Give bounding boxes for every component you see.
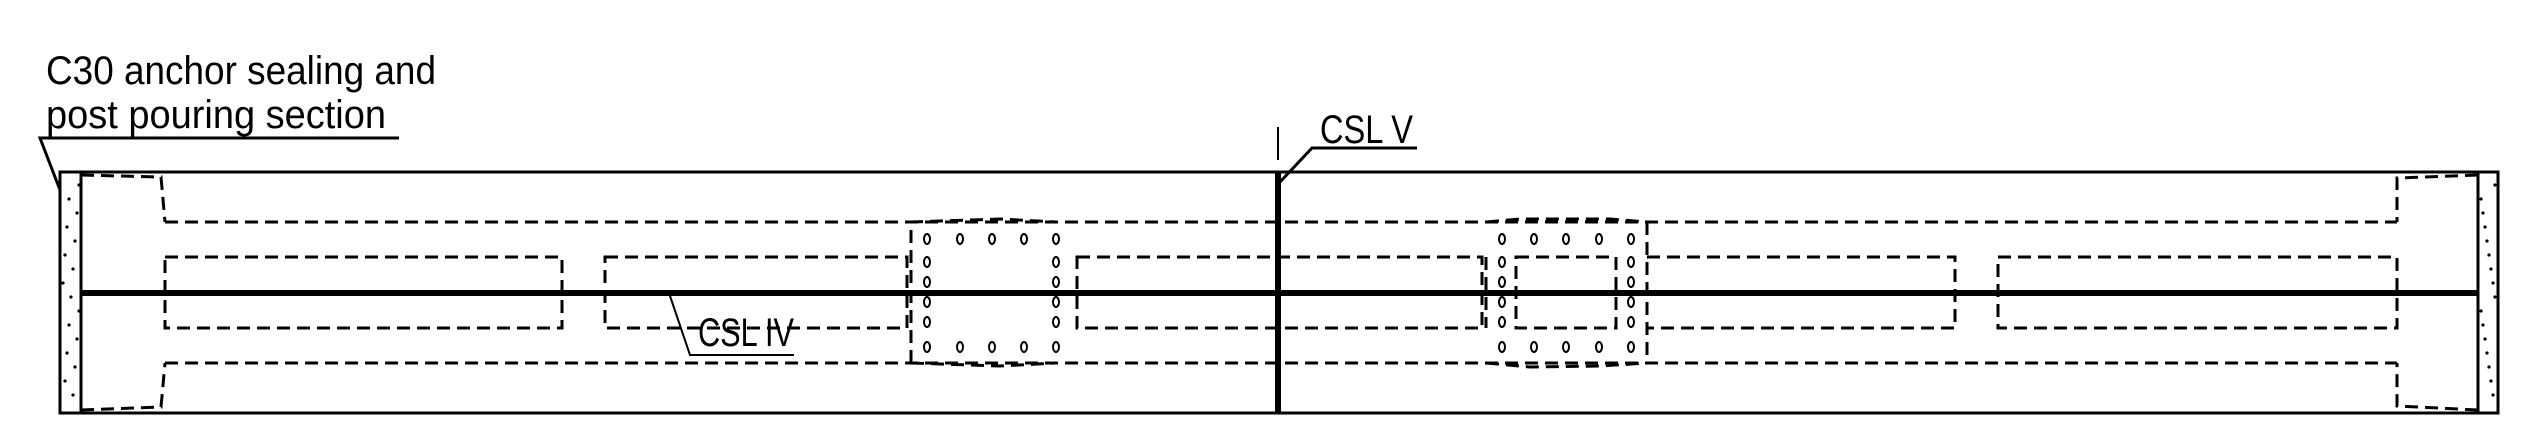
csl-v-label: CSL V: [1320, 108, 1413, 152]
hatch-speckle: [2481, 323, 2485, 327]
anchor-hole: [1562, 341, 1570, 353]
anchor-hole: [1052, 233, 1060, 245]
anchor-hole: [923, 256, 931, 268]
right-bottom-taper: [2395, 363, 2479, 412]
anchor-hole: [1052, 341, 1060, 353]
hatch-speckle: [2493, 295, 2497, 299]
anchor-hole: [1627, 296, 1635, 308]
void-box-1: [163, 255, 564, 330]
anchor-hole: [1052, 276, 1060, 288]
anchor-hole: [923, 341, 931, 353]
anchor-holes: [923, 233, 1635, 353]
hatch-speckle: [2485, 239, 2489, 243]
hatch-speckle: [2479, 197, 2483, 201]
hatch-speckle: [2483, 337, 2487, 341]
hatch-speckle: [2493, 183, 2497, 187]
anchor-hole: [1627, 233, 1635, 245]
hatch-speckle: [2491, 281, 2495, 285]
anchor-hole: [988, 341, 996, 353]
hatch-speckle: [75, 337, 79, 341]
anchor-hole: [1498, 316, 1506, 328]
csl-iv-leader: [668, 292, 794, 356]
anchor-hole: [1498, 296, 1506, 308]
left-top-taper: [80, 173, 167, 223]
anchor-hole: [923, 316, 931, 328]
hatch-speckle: [71, 393, 75, 397]
sealing-concrete-hatch: [61, 183, 2497, 397]
anchor-hole: [1530, 341, 1538, 353]
anchor-note-line2: post pouring section: [46, 93, 386, 137]
hatch-speckle: [2489, 379, 2493, 383]
anchor-block-2-top: [1485, 217, 1648, 224]
void-box-2: [603, 255, 909, 330]
anchor-block-1: [909, 217, 1057, 363]
anchor-hole: [1595, 233, 1603, 245]
hatch-speckle: [67, 197, 71, 201]
anchor-hole: [1627, 316, 1635, 328]
anchor-hole: [1498, 341, 1506, 353]
anchor-hole: [1530, 233, 1538, 245]
anchor-hole: [1627, 341, 1635, 353]
anchor-hole: [1595, 341, 1603, 353]
right-top-taper: [2395, 173, 2479, 222]
void-box-6: [1996, 255, 2399, 330]
hatch-speckle: [67, 323, 71, 327]
anchor-hole: [956, 233, 964, 245]
hatch-speckle: [63, 253, 67, 257]
hatch-speckle: [2485, 351, 2489, 355]
hatch-speckle: [77, 183, 81, 187]
left-bottom-taper: [80, 362, 167, 412]
anchor-hole: [923, 276, 931, 288]
anchor-block-2-bottom: [1485, 361, 1648, 369]
hatch-speckle: [63, 379, 67, 383]
hatch-speckle: [71, 267, 75, 271]
hatch-speckle: [2479, 309, 2483, 313]
hatch-speckle: [65, 225, 69, 229]
hatch-speckle: [61, 281, 65, 285]
anchor-hole: [1052, 256, 1060, 268]
anchor-hole: [923, 233, 931, 245]
hatch-speckle: [75, 211, 79, 215]
hatch-speckle: [2487, 253, 2491, 257]
anchor-note-leader: [37, 136, 399, 191]
hatch-speckle: [77, 309, 81, 313]
anchor-note-line1: C30 anchor sealing and: [46, 49, 436, 93]
hatch-speckle: [2483, 225, 2487, 229]
anchor-block-1-bottom: [910, 361, 1057, 368]
anchor-hole: [1627, 276, 1635, 288]
anchor-hole: [1498, 276, 1506, 288]
hatch-speckle: [2491, 393, 2495, 397]
anchor-hole: [1052, 316, 1060, 328]
hatch-speckle: [73, 239, 77, 243]
hatch-speckle: [2489, 267, 2493, 271]
anchor-hole: [1562, 233, 1570, 245]
anchor-hole: [1052, 296, 1060, 308]
hatch-speckle: [65, 351, 69, 355]
anchor-hole: [1498, 256, 1506, 268]
anchor-hole: [1498, 233, 1506, 245]
csl-v-leader: [1278, 146, 1417, 184]
anchor-hole: [1020, 341, 1028, 353]
anchor-hole: [956, 341, 964, 353]
hatch-speckle: [69, 295, 73, 299]
csl-iv-label: CSL IV: [698, 311, 794, 355]
anchor-hole: [1020, 233, 1028, 245]
anchor-hole: [988, 233, 996, 245]
void-box-4: [1514, 255, 1618, 330]
anchor-hole: [1627, 256, 1635, 268]
hatch-speckle: [2481, 211, 2485, 215]
anchor-hole: [923, 296, 931, 308]
hatch-speckle: [2487, 365, 2491, 369]
hatch-speckle: [73, 365, 77, 369]
